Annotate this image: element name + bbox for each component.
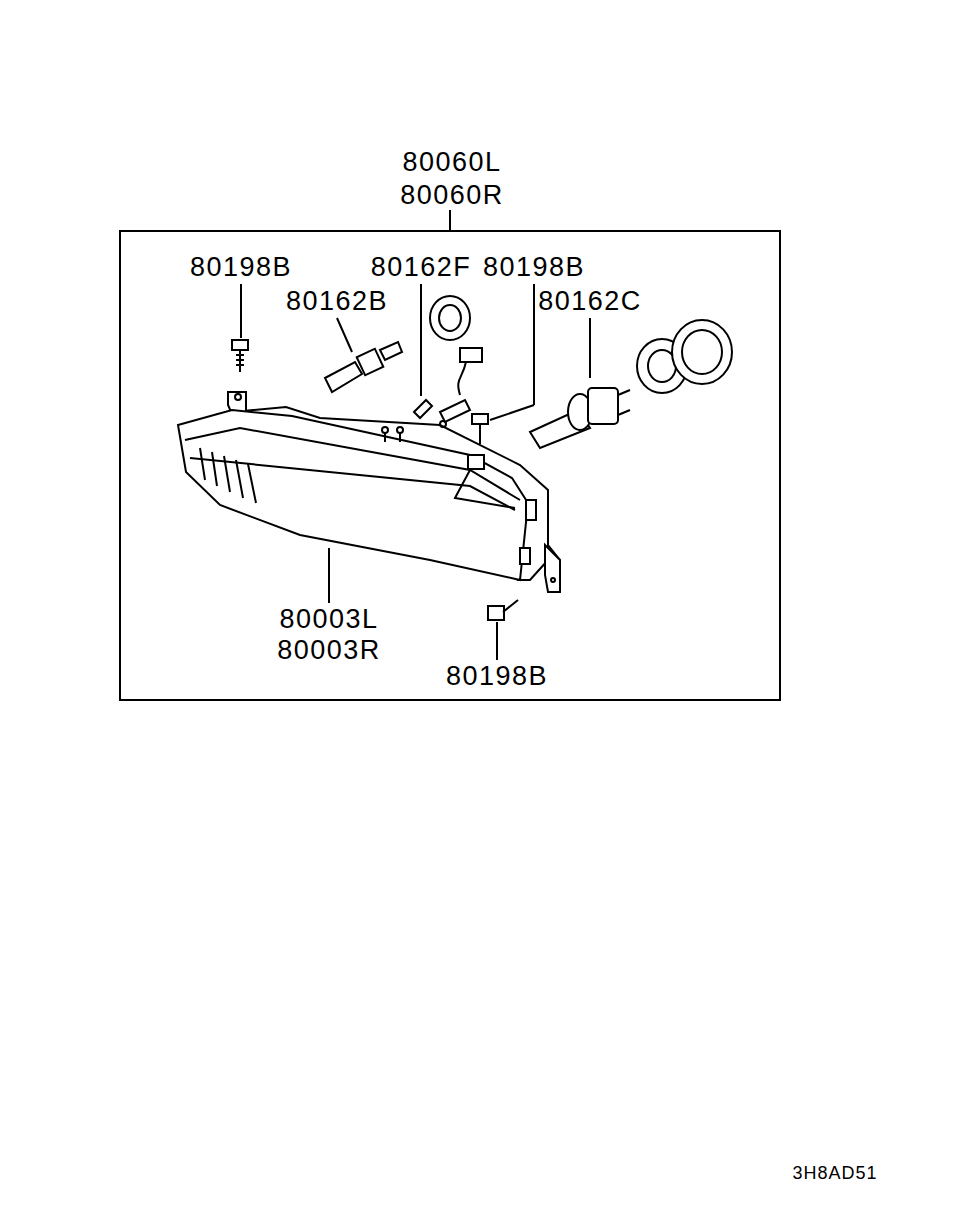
callout-number: 80003R	[277, 637, 381, 664]
callout-number: 80162C	[538, 288, 642, 315]
callout-number: 80162B	[286, 288, 388, 315]
callout-number: 80198B	[446, 663, 548, 690]
callout-number: 80162F	[371, 254, 472, 281]
assembly-box: 80060L80060R	[119, 230, 781, 701]
callout-number: 80198B	[190, 254, 292, 281]
diagram-code: 3H8AD51	[792, 1164, 877, 1182]
assembly-number: 80060R	[400, 182, 504, 209]
callout-number: 80198B	[483, 254, 585, 281]
callout-number: 80003L	[279, 606, 378, 633]
assembly-number: 80060L	[402, 149, 501, 176]
